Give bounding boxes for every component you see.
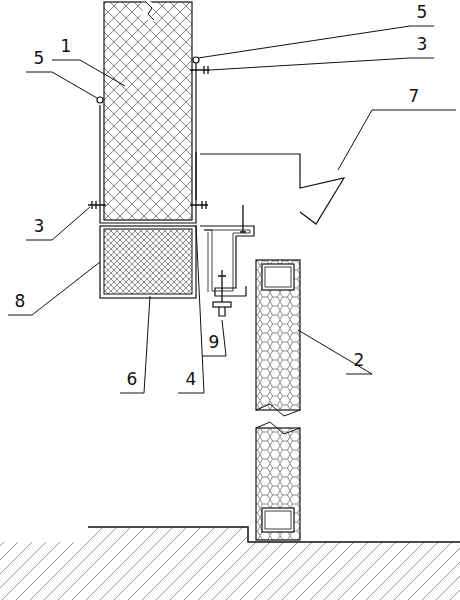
callout-number: 8: [14, 293, 27, 310]
callout-number: 5: [416, 4, 429, 21]
callout-number: 4: [185, 371, 198, 388]
callout-number: 5: [33, 50, 46, 67]
callout-number: 2: [353, 352, 366, 369]
callout-number: 7: [408, 88, 421, 105]
callout-number: 3: [33, 218, 46, 235]
callout-number: 1: [60, 38, 73, 55]
callout-number: 6: [126, 371, 139, 388]
callout-number: 9: [208, 334, 221, 351]
callout-number: 3: [416, 36, 429, 53]
